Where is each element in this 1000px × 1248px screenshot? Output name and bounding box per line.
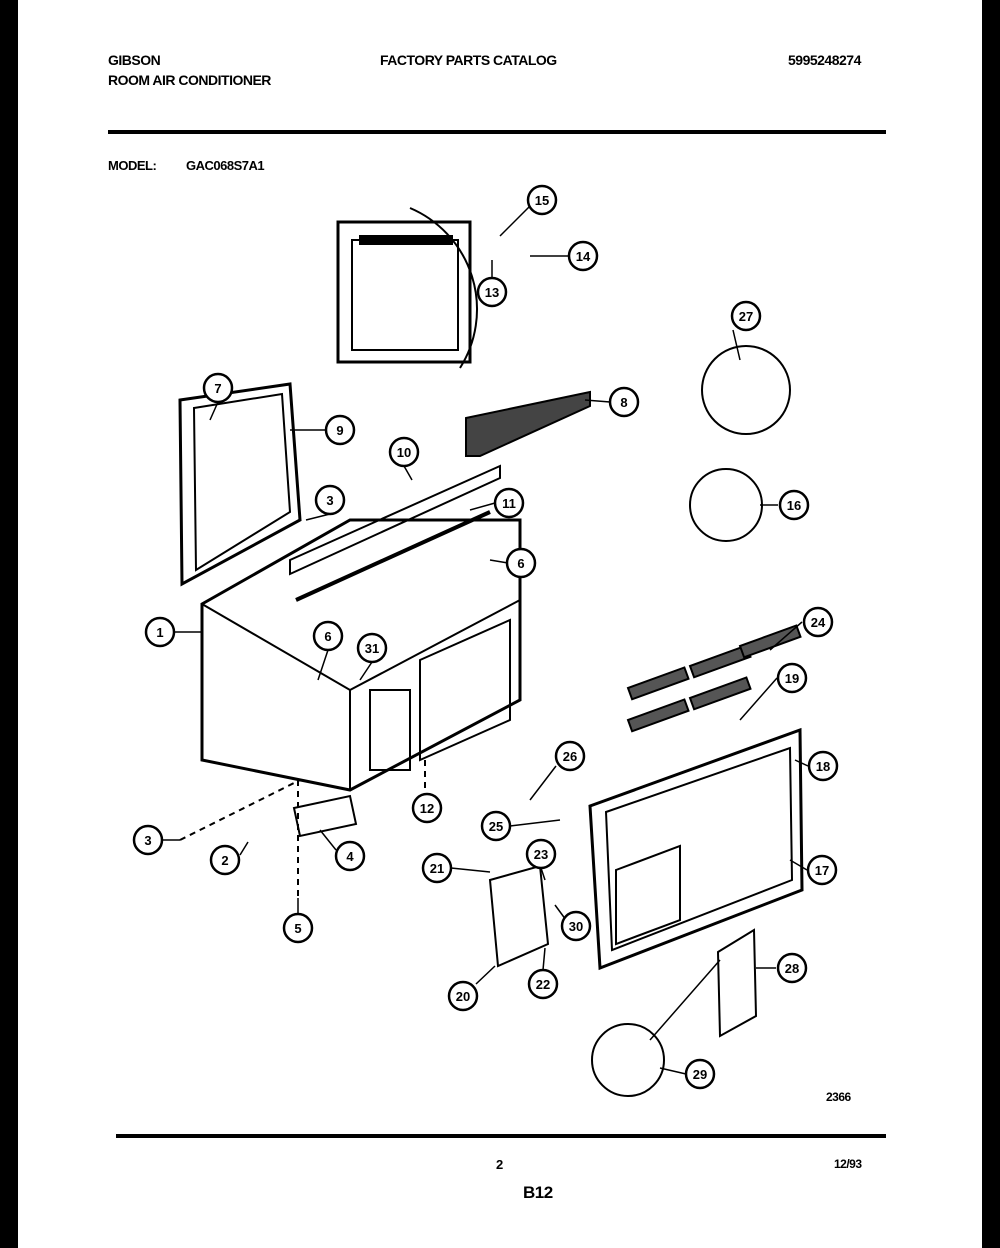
callout-number: 31	[365, 641, 379, 656]
base-part	[292, 794, 358, 838]
callout-circle	[776, 952, 808, 984]
callout-number: 4	[346, 849, 354, 864]
callout-circle	[560, 910, 592, 942]
callout-number: 29	[693, 1067, 707, 1082]
section-code: B12	[523, 1183, 553, 1202]
callout-circle	[312, 620, 344, 652]
callout-circle	[144, 616, 176, 648]
callout-circle	[324, 414, 356, 446]
callout-circle	[806, 854, 838, 886]
callout-number: 6	[517, 556, 524, 571]
callout-circle	[388, 436, 420, 468]
callout-circle	[356, 632, 388, 664]
drawing-number: 2366	[826, 1090, 851, 1104]
callout-circle	[480, 810, 512, 842]
callout-number: 7	[214, 381, 221, 396]
callout-circle	[778, 489, 810, 521]
control-panel-part	[488, 864, 550, 968]
callout-number: 12	[420, 801, 434, 816]
callout-circle	[421, 852, 453, 884]
callout-circle	[526, 184, 558, 216]
callout-circle	[554, 740, 586, 772]
callout-number: 23	[534, 847, 548, 862]
product-name: ROOM AIR CONDITIONER	[108, 72, 271, 88]
callout-circle	[525, 838, 557, 870]
callout-number: 27	[739, 309, 753, 324]
callout-circle	[314, 484, 346, 516]
catalog-title: FACTORY PARTS CATALOG	[380, 52, 557, 68]
callout-number: 24	[811, 615, 826, 630]
callout-number: 13	[485, 285, 499, 300]
callout-circle	[730, 300, 762, 332]
detail-circle-27	[701, 345, 791, 435]
callout-number: 9	[336, 423, 343, 438]
callout-number: 15	[535, 193, 549, 208]
callout-circle	[776, 662, 808, 694]
callout-number: 16	[787, 498, 801, 513]
gasket-part	[295, 510, 491, 602]
detail-circle-16	[689, 468, 763, 542]
callout-number: 30	[569, 919, 583, 934]
callout-circle	[608, 386, 640, 418]
louver-part	[465, 390, 591, 457]
callout-circle	[411, 792, 443, 824]
front-grille-part	[588, 727, 804, 971]
vent-door-part	[716, 928, 758, 1038]
callout-circle	[476, 276, 508, 308]
callout-circle	[802, 606, 834, 638]
callout-number: 11	[502, 496, 516, 511]
callout-circle	[807, 750, 839, 782]
callout-circle	[282, 912, 314, 944]
callout-circle	[527, 968, 559, 1000]
callout-circle	[132, 824, 164, 856]
callout-circle	[684, 1058, 716, 1090]
callout-number: 6	[324, 629, 331, 644]
print-date: 12/93	[834, 1157, 862, 1171]
callout-number: 19	[785, 671, 799, 686]
callout-circle	[447, 980, 479, 1012]
callout-number: 14	[576, 249, 591, 264]
catalog-number: 5995248274	[788, 52, 861, 68]
callout-circle	[202, 372, 234, 404]
callout-number: 5	[294, 921, 301, 936]
callout-number: 25	[489, 819, 503, 834]
callout-circle	[505, 547, 537, 579]
model-value: GAC068S7A1	[186, 158, 265, 173]
callout-circle	[334, 840, 366, 872]
detail-circle-29	[591, 1023, 665, 1097]
callout-number: 2	[221, 853, 228, 868]
callout-number: 3	[144, 833, 151, 848]
filter-strips-part	[626, 624, 802, 733]
brand: GIBSON	[108, 52, 161, 68]
header-divider	[108, 130, 886, 134]
front-panel-part	[336, 207, 478, 369]
callout-number: 20	[456, 989, 470, 1004]
footer-divider	[116, 1134, 886, 1138]
callout-number: 28	[785, 961, 799, 976]
cabinet-part	[200, 518, 522, 792]
callout-number: 21	[430, 861, 444, 876]
model-label: MODEL:	[108, 158, 157, 173]
page-number: 2	[496, 1157, 503, 1172]
callout-number: 18	[816, 759, 830, 774]
rail-part	[289, 464, 501, 576]
callout-circle	[209, 844, 241, 876]
callout-number: 8	[620, 395, 627, 410]
callout-number: 3	[326, 493, 333, 508]
callout-number: 1	[156, 625, 163, 640]
callout-number: 10	[397, 445, 411, 460]
callout-number: 22	[536, 977, 550, 992]
callout-circle	[567, 240, 599, 272]
callout-number: 17	[815, 863, 829, 878]
callout-number: 26	[563, 749, 577, 764]
callout-circle	[493, 487, 525, 519]
filter-part	[178, 382, 302, 587]
